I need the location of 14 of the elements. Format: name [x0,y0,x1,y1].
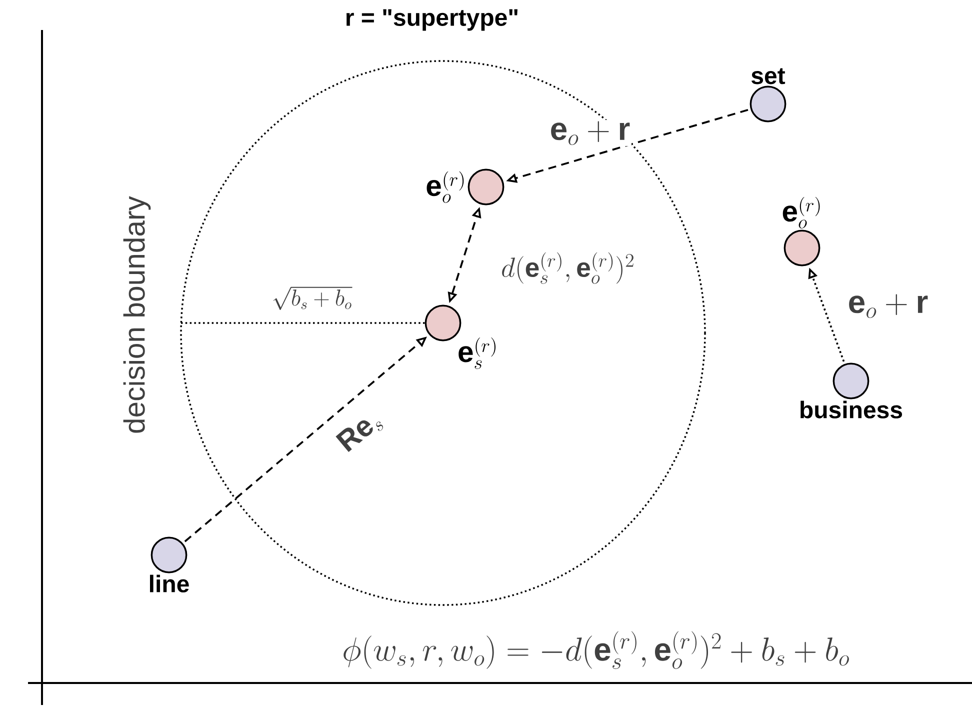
formula: $\phi(w_s, r, w_o) = -d(\mathbf{e}_s^{(r)}, \mathbf{e}_o^{(r)})^2 + b_s + b_o$ [344,631,849,669]
node-label: set [751,68,786,84]
node-label: $\mathbf{e}_s^{(r)}$ [458,337,496,369]
node-label: $\mathbf{e}_o^{(r)}$ [426,171,464,203]
edge-label: $d(\mathbf{e}_s^{(r)}, \mathbf{e}_o^{(r)})^2$ [500,251,636,285]
node-label: $\mathbf{e}_o^{(r)}$ [782,196,820,228]
axis-label: decision boundary [123,196,151,433]
edge-label: $\mathbf{e}_o + \mathbf{r}$ [548,120,632,146]
title: r = "supertype" [346,9,518,31]
edge-label: $\mathbf{R}\mathbf{e}_s$ [332,406,388,458]
node-label: business [800,400,902,418]
edge-label: $\mathbf{e}_o + \mathbf{r}$ [846,292,930,320]
formula: $\sqrt{b_s + b_o}$ [273,286,352,310]
node-label: line [150,574,189,592]
